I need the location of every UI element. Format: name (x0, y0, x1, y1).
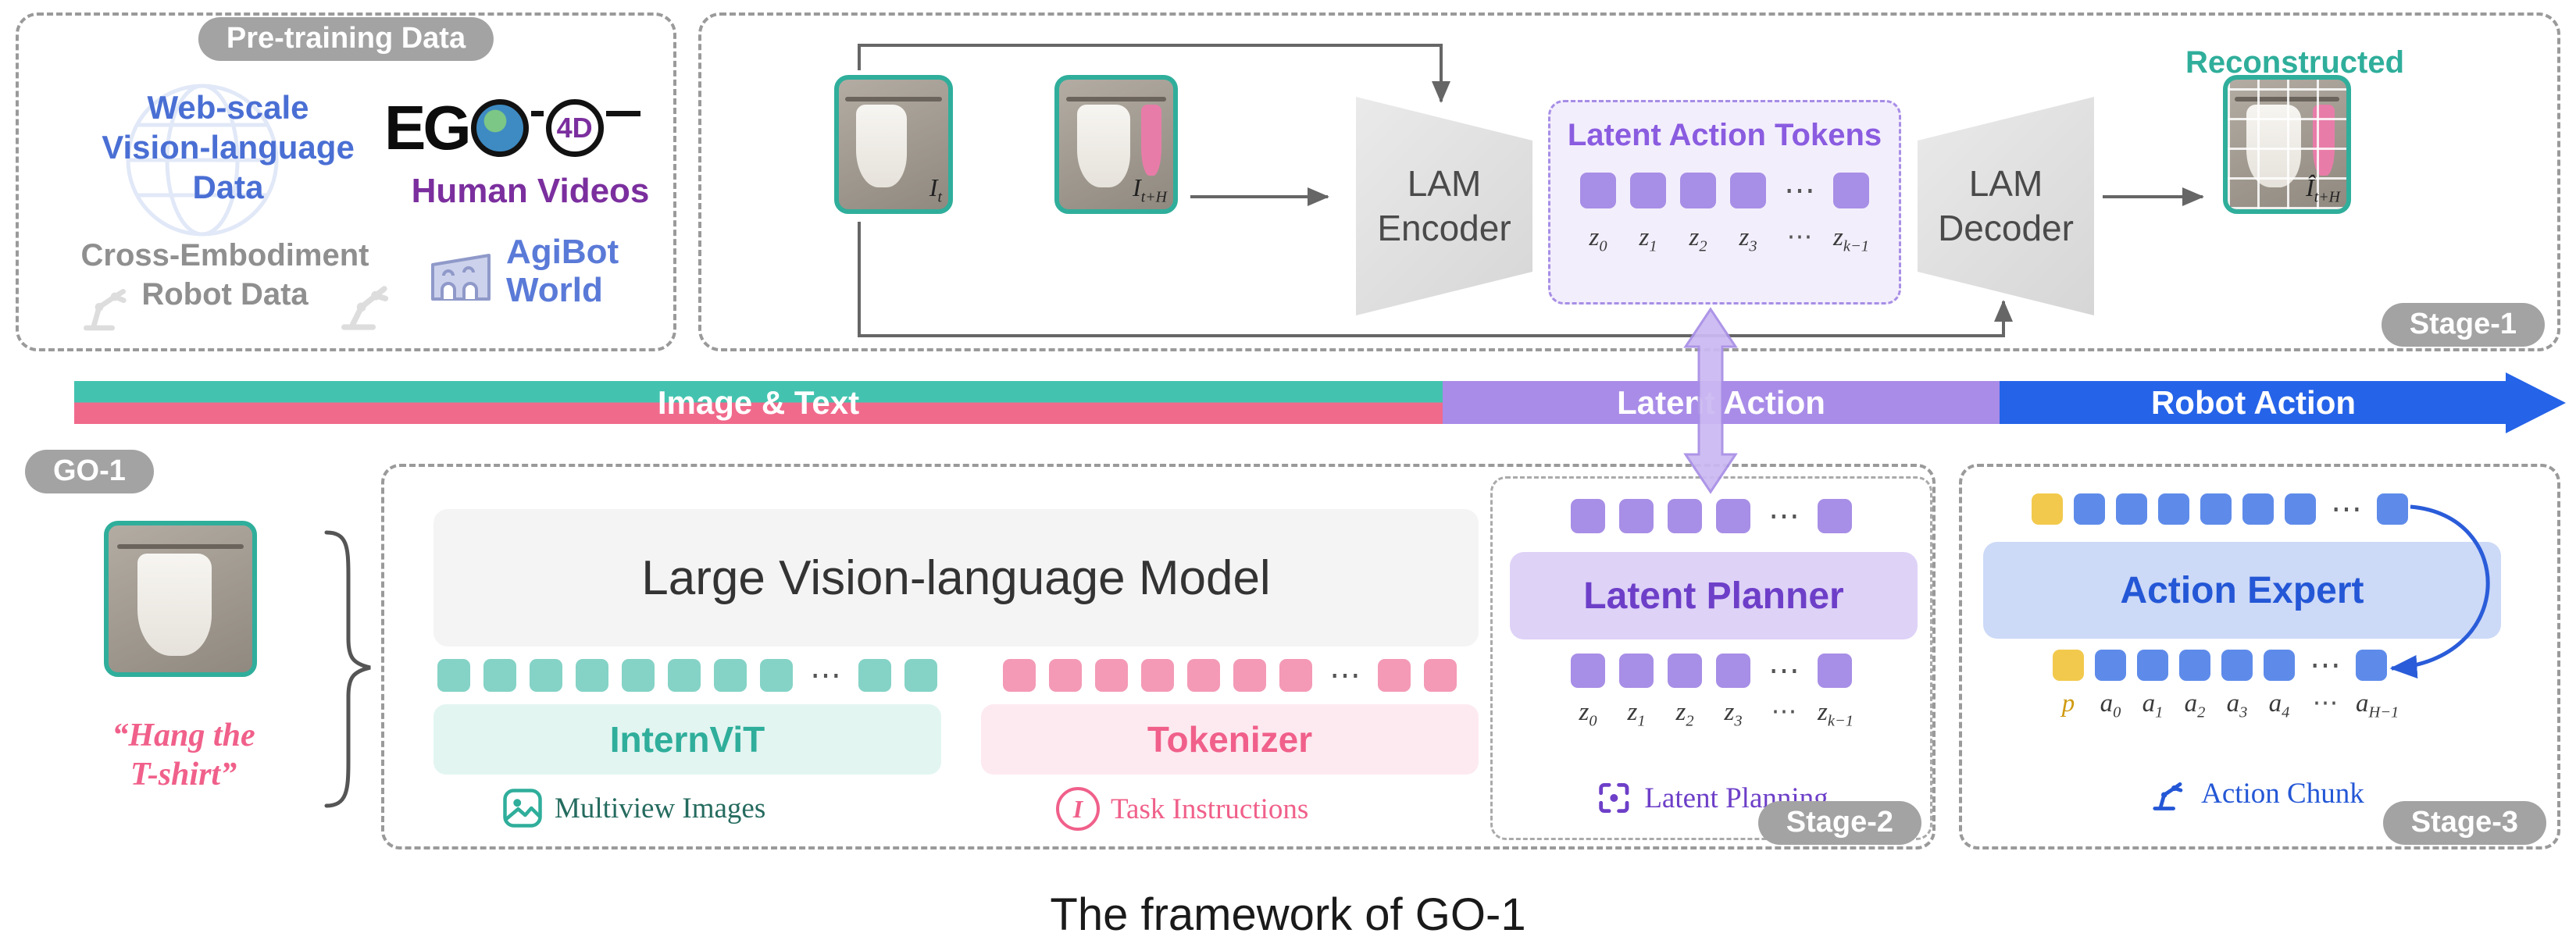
bar-image-text: Image & Text (74, 381, 1443, 424)
colosseum-icon (431, 254, 491, 301)
ego4d-text: EG (384, 93, 472, 162)
stage3-badge: Stage-3 (2382, 801, 2546, 845)
wardrobe-rod (845, 96, 942, 102)
curly-brace (324, 530, 371, 808)
latent-action-tokens-title: Latent Action Tokens (1567, 118, 1882, 152)
robot-watermark-icon (341, 286, 389, 330)
action-expert-block: Action Expert (1983, 542, 2501, 639)
stage2-box: Large Vision-language Model ⋯ ⋯ InternVi… (381, 464, 1936, 849)
bar-robot-action: Robot Action (2000, 381, 2507, 424)
observation-image-t+H: It+H (1054, 75, 1178, 214)
multiview-images-caption: Multiview Images (501, 787, 765, 829)
internvit-block: InternViT (433, 704, 941, 775)
bar-latent-action: Latent Action (1443, 381, 2000, 424)
stage1-badge: Stage-1 (2381, 303, 2545, 347)
task-instructions-label: Task Instructions (1111, 792, 1309, 825)
figure-caption: The framework of GO-1 (1050, 889, 1526, 940)
latent-token-row: ⋯ (1550, 173, 1899, 208)
ego4d-4d-text: 4D (556, 112, 593, 144)
text-token-row: ⋯ (981, 659, 1479, 692)
planner-output-token-row: ⋯ (1493, 654, 1930, 688)
cloth-shape (856, 104, 907, 187)
multiview-images-icon (503, 789, 542, 828)
latent-planner-block: Latent Planner (1510, 552, 1918, 639)
action-output-token-row: ⋯ (1978, 650, 2462, 681)
data-flow-bar: Image & Text Latent Action Robot Action (74, 372, 2566, 433)
multiview-images-label: Multiview Images (555, 792, 766, 825)
robot-watermark-icon (84, 289, 127, 331)
wardrobe-rod (117, 544, 244, 550)
ego4d-globe-icon (470, 99, 529, 157)
task-instruction-icon: I (1056, 787, 1100, 831)
agibot-world: AgiBot World (423, 233, 619, 310)
task-instruction-text: “Hang the T-shirt” (112, 718, 255, 792)
go1-input-image (104, 521, 257, 677)
tokenizer-block: Tokenizer (981, 704, 1479, 775)
pretraining-data-badge: Pre-training Data (198, 17, 494, 61)
image-label-ItH: It+H (1133, 173, 1167, 205)
stage1-box: It It+H LAM Encoder Latent Action Tokens… (698, 12, 2560, 351)
pretraining-data-box: Pre-training Data Web-scale Vision-langu… (16, 12, 676, 351)
observation-image-t: It (834, 75, 953, 214)
cross-embodiment-label: Cross-Embodiment Robot Data (80, 238, 369, 312)
reconstruction-grid-overlay (2228, 80, 2346, 209)
pink-cloth-shape (1141, 104, 1162, 176)
wardrobe-rod (1065, 96, 1167, 102)
action-chunk-label: Action Chunk (2201, 777, 2364, 810)
ego4d-logo: EG 4D (384, 97, 640, 159)
glasses-bridge (530, 111, 544, 116)
image-label-recon: Ît+H (2306, 173, 2340, 205)
lam-encoder: LAM Encoder (1356, 97, 1532, 315)
task-instructions-caption: I Task Instructions (1056, 787, 1308, 831)
globe-watermark-icon (126, 84, 279, 237)
image-label-It: It (929, 173, 942, 205)
large-vlm-block: Large Vision-language Model (433, 509, 1479, 646)
agibot-world-label: AgiBot World (506, 233, 619, 310)
reconstructed-image: Ît+H (2223, 75, 2351, 214)
latent-planning-icon (1599, 782, 1629, 814)
bar-arrowhead (2506, 372, 2566, 433)
cloth-shape (1077, 104, 1130, 187)
human-videos-label: Human Videos (411, 172, 650, 210)
action-chunk-caption: Action Chunk (2146, 773, 2364, 814)
vision-token-row: ⋯ (433, 659, 941, 692)
web-scale-data-label: Web-scale Vision-language Data (102, 89, 355, 206)
glasses-temple (605, 111, 640, 116)
action-input-token-row: ⋯ (1978, 493, 2462, 525)
go1-badge: GO-1 (25, 450, 154, 493)
ego4d-lens: 4D (545, 99, 604, 157)
robot-arm-icon (2153, 782, 2183, 810)
lam-decoder: LAM Decoder (1918, 97, 2094, 315)
cloth-shape (137, 553, 212, 657)
planner-input-token-row: ⋯ (1493, 499, 1930, 533)
stage2-badge: Stage-2 (1757, 801, 1921, 845)
reconstructed-label: Reconstructed (2185, 45, 2405, 80)
